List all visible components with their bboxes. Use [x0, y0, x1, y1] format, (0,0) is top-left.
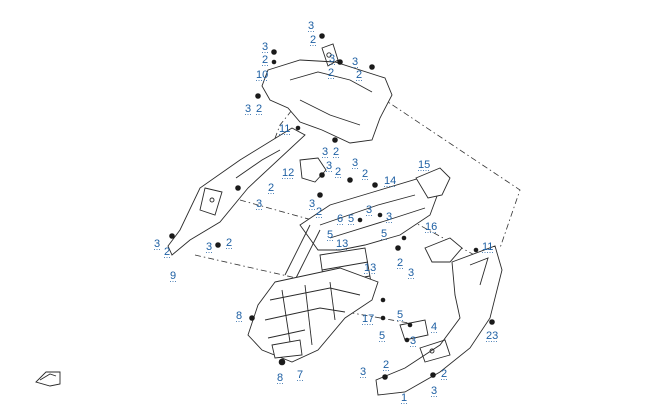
part-callout-3[interactable]: 3	[410, 335, 416, 347]
part-callout-2[interactable]: 2	[316, 206, 322, 218]
part-callout-2[interactable]: 2	[164, 246, 170, 258]
part-callout-3[interactable]: 3	[262, 41, 268, 53]
front-direction-arrow-icon	[35, 371, 61, 387]
part-callout-3[interactable]: 3	[308, 20, 314, 32]
part-callout-3[interactable]: 3	[352, 157, 358, 169]
part-callout-2[interactable]: 2	[310, 34, 316, 46]
part-callout-2[interactable]: 2	[335, 166, 341, 178]
part-callout-3[interactable]: 3	[360, 366, 366, 378]
right-side-cover	[375, 245, 503, 396]
part-callout-3[interactable]: 3	[245, 103, 251, 115]
part-callout-5[interactable]: 5	[381, 228, 387, 240]
part-callout-2[interactable]: 2	[333, 146, 339, 158]
center-bracket	[284, 157, 463, 281]
part-callout-15[interactable]: 15	[418, 159, 430, 171]
part-callout-11[interactable]: 11	[482, 241, 493, 253]
part-callout-5[interactable]: 5	[397, 309, 403, 321]
part-callout-5[interactable]: 5	[327, 229, 333, 241]
part-callout-2[interactable]: 2	[362, 168, 368, 180]
small-bracket	[399, 319, 429, 341]
part-callout-9[interactable]: 9	[170, 270, 176, 282]
part-callout-23[interactable]: 23	[486, 330, 498, 342]
part-callout-13[interactable]: 13	[336, 238, 348, 250]
part-callout-12[interactable]: 12	[282, 167, 294, 179]
left-side-cover	[167, 127, 306, 256]
part-callout-5[interactable]: 5	[379, 330, 385, 342]
fasteners	[169, 33, 495, 380]
part-callout-11[interactable]: 11	[279, 123, 290, 135]
part-callout-2[interactable]: 2	[441, 368, 447, 380]
part-callout-8[interactable]: 8	[236, 310, 242, 322]
part-callout-3[interactable]: 3	[386, 211, 392, 223]
part-callout-2[interactable]: 2	[262, 54, 268, 66]
part-callout-3[interactable]: 3	[206, 241, 212, 253]
part-callout-3[interactable]: 3	[256, 198, 262, 210]
part-callout-8[interactable]: 8	[277, 372, 283, 384]
part-callout-6[interactable]: 6	[337, 213, 343, 225]
part-callout-14[interactable]: 14	[384, 175, 396, 187]
part-callout-2[interactable]: 2	[383, 359, 389, 371]
part-callout-1[interactable]: 1	[401, 392, 407, 404]
part-callout-2[interactable]: 2	[226, 237, 232, 249]
part-callout-3[interactable]: 3	[366, 204, 372, 216]
part-callout-2[interactable]: 2	[328, 67, 334, 79]
part-callout-3[interactable]: 3	[352, 56, 358, 68]
part-callout-2[interactable]: 2	[256, 103, 262, 115]
part-callout-2[interactable]: 2	[268, 182, 274, 194]
part-callout-3[interactable]: 3	[154, 238, 160, 250]
part-callout-3[interactable]: 3	[309, 198, 315, 210]
part-callout-4[interactable]: 4	[431, 321, 437, 333]
part-callout-10[interactable]: 10	[256, 69, 268, 81]
part-callout-2[interactable]: 2	[397, 257, 403, 269]
part-callout-3[interactable]: 3	[431, 385, 437, 397]
part-callout-17[interactable]: 17	[362, 313, 374, 325]
part-callout-3[interactable]: 3	[408, 267, 414, 279]
part-callout-16[interactable]: 16	[425, 221, 437, 233]
part-callout-3[interactable]: 3	[326, 160, 332, 172]
part-callout-7[interactable]: 7	[297, 369, 303, 381]
part-callout-3[interactable]: 3	[322, 146, 328, 158]
part-callout-2[interactable]: 2	[356, 69, 362, 81]
part-callout-13[interactable]: 13	[364, 262, 376, 274]
part-callout-3[interactable]: 3	[329, 53, 335, 65]
part-callout-5[interactable]: 5	[348, 213, 354, 225]
lower-undertray	[247, 267, 379, 363]
